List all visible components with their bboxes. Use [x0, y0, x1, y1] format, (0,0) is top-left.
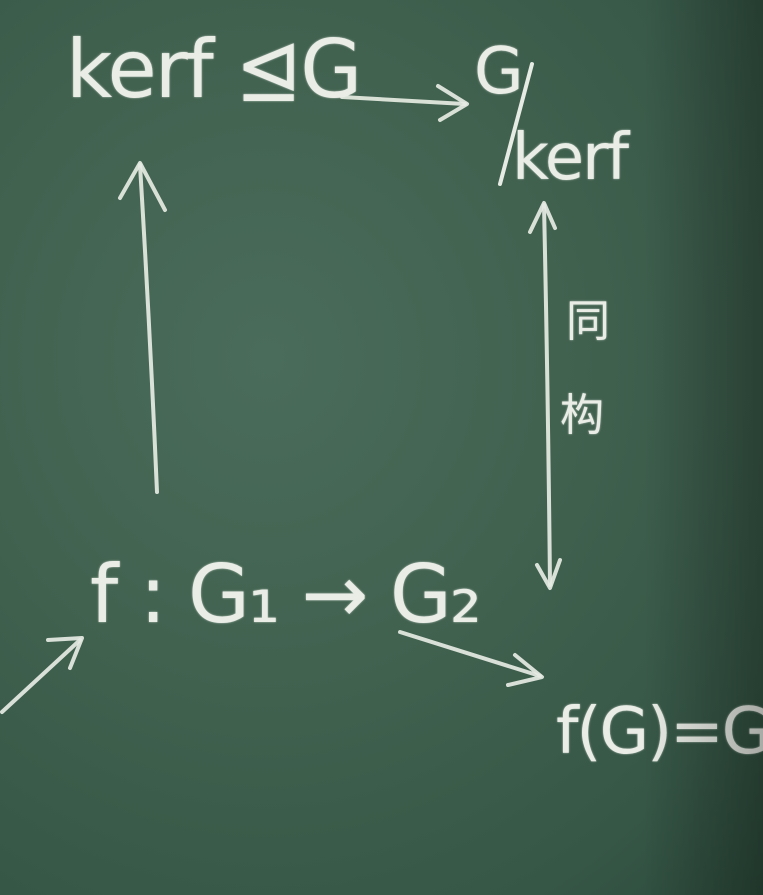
arrow-g2-to-image [398, 630, 542, 678]
image-equals-g-prime: f(G)=G' [556, 695, 763, 769]
homomorphism-map: f : G₁ → G₂ [90, 548, 482, 641]
arrow-iso-head-up [528, 201, 557, 234]
arrow-iso-head-down [535, 558, 562, 590]
arrow-kernel-to-quotient [340, 95, 467, 106]
arrow-kernel-to-quotient-head [436, 84, 469, 122]
quotient-numerator: G [474, 35, 524, 109]
arrow-g2-to-image-head [506, 653, 544, 687]
arrow-left-up [138, 163, 159, 494]
arrow-bottom-left-head [46, 636, 84, 670]
arrow-bottom-left [0, 638, 82, 714]
iso-label-char-1: 同 [566, 296, 610, 347]
quotient-denominator: kerf [512, 121, 629, 195]
arrow-iso-vertical [542, 203, 552, 587]
kernel-normal-subgroup: kerf ⊴G [66, 23, 362, 116]
iso-label-char-2: 构 [560, 390, 604, 441]
quotient-slash [498, 62, 534, 186]
arrow-left-up-head [118, 161, 167, 212]
